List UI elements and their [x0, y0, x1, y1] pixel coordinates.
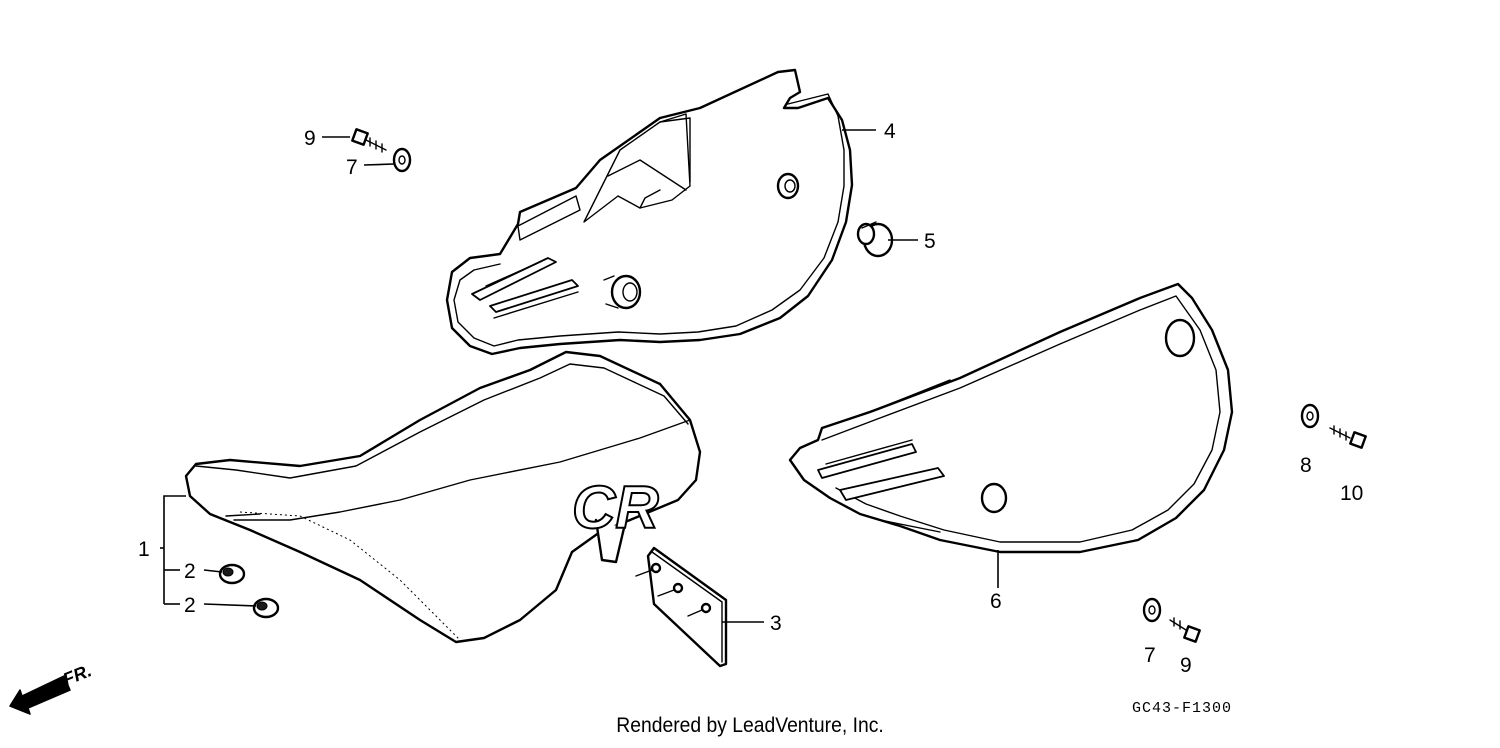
- side-cover-right-part-4[interactable]: [445, 68, 854, 356]
- callout-6: 6: [990, 590, 1002, 613]
- callout-9-lower: 9: [1180, 654, 1192, 677]
- side-cover-left-part-6[interactable]: [788, 282, 1234, 554]
- screw-icon: [635, 562, 712, 617]
- callout-7-lower: 7: [1144, 644, 1156, 667]
- callout-2-upper: 2: [184, 560, 196, 583]
- grommet-part-5[interactable]: [856, 221, 894, 258]
- bolt-part-9-upper[interactable]: [351, 128, 387, 153]
- callout-3: 3: [770, 612, 782, 635]
- plate-part-3[interactable]: [635, 546, 728, 668]
- seat-cr-logo: CR: [572, 474, 659, 541]
- callout-8: 8: [1300, 454, 1312, 477]
- bolt-part-10[interactable]: [1329, 425, 1367, 449]
- callout-2-lower: 2: [184, 594, 196, 617]
- washer-part-7-lower[interactable]: [1142, 597, 1162, 623]
- callout-10: 10: [1340, 482, 1363, 505]
- diagram-code: GC43-F1300: [1132, 700, 1232, 717]
- footer-credit: Rendered by LeadVenture, Inc.: [616, 714, 884, 737]
- callout-1: 1: [138, 538, 150, 561]
- grommet-part-2-upper[interactable]: [218, 563, 246, 585]
- callout-7-upper: 7: [346, 156, 358, 179]
- grommet-part-2-lower[interactable]: [252, 597, 280, 619]
- callout-9-upper: 9: [304, 127, 316, 150]
- leader-lines: [160, 129, 999, 623]
- callout-4: 4: [884, 120, 896, 143]
- seat-part-1[interactable]: CR: [184, 350, 702, 644]
- bolt-part-9-lower[interactable]: [1169, 617, 1201, 643]
- washer-part-8[interactable]: [1300, 403, 1320, 429]
- front-direction-arrow-icon: [9, 675, 71, 715]
- front-indicator-label: FR.: [60, 660, 94, 689]
- callout-5: 5: [924, 230, 936, 253]
- washer-part-7-upper[interactable]: [392, 147, 412, 173]
